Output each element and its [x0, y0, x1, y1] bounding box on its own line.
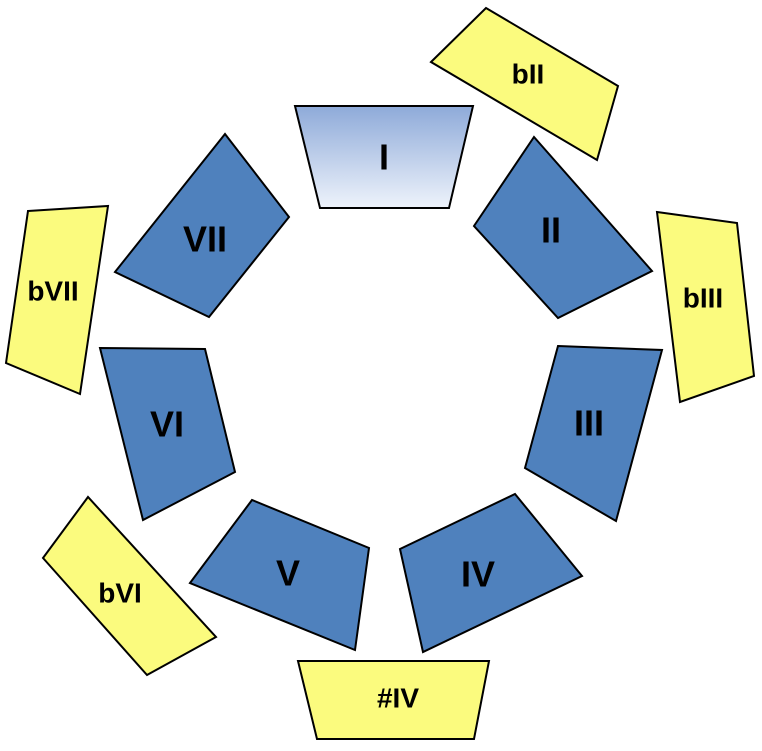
degree-bVII-label: bVII	[27, 276, 78, 307]
degree-bVI-shape	[41, 495, 218, 677]
degree-bIII-label: bIII	[683, 283, 723, 314]
degree-II-label: II	[541, 210, 561, 251]
diatonic-degree-I: I	[293, 105, 475, 209]
degree-bII-shape	[429, 6, 620, 162]
degree-sharpIV-label: #IV	[377, 683, 419, 714]
degree-I-shape	[293, 105, 475, 209]
degree-VI-label: VI	[150, 404, 184, 445]
degree-IV-shape	[398, 492, 584, 654]
degree-I-label: I	[379, 137, 389, 178]
chromatic-degree-bVI: bVI	[41, 495, 218, 677]
degree-VII-shape	[113, 132, 291, 319]
diatonic-degree-II: II	[472, 135, 654, 320]
diatonic-degree-IV: IV	[398, 492, 584, 654]
degree-sharpIV-shape	[296, 660, 491, 740]
degree-III-label: III	[574, 403, 604, 444]
degree-VII-label: VII	[183, 219, 227, 260]
degree-bVI-label: bVI	[98, 578, 142, 609]
degree-II-shape	[472, 135, 654, 320]
chromatic-degree-bII: bII	[429, 6, 620, 162]
degree-VI-shape	[98, 346, 237, 522]
degree-IV-label: IV	[461, 554, 495, 595]
diatonic-degree-VI: VI	[98, 346, 237, 522]
degree-bII-label: bII	[512, 59, 545, 90]
diatonic-degree-VII: VII	[113, 132, 291, 319]
chromatic-degree-sharpIV: #IV	[296, 660, 491, 740]
chromatic-degree-bIII: bIII	[655, 210, 756, 404]
degree-III-shape	[523, 344, 664, 523]
degree-bIII-shape	[655, 210, 756, 404]
diatonic-degree-V: V	[188, 498, 371, 652]
degree-V-shape	[188, 498, 371, 652]
degree-bVII-shape	[4, 204, 110, 396]
chromatic-degree-bVII: bVII	[4, 204, 110, 396]
diatonic-degree-III: III	[523, 344, 664, 523]
degree-V-label: V	[276, 553, 300, 594]
